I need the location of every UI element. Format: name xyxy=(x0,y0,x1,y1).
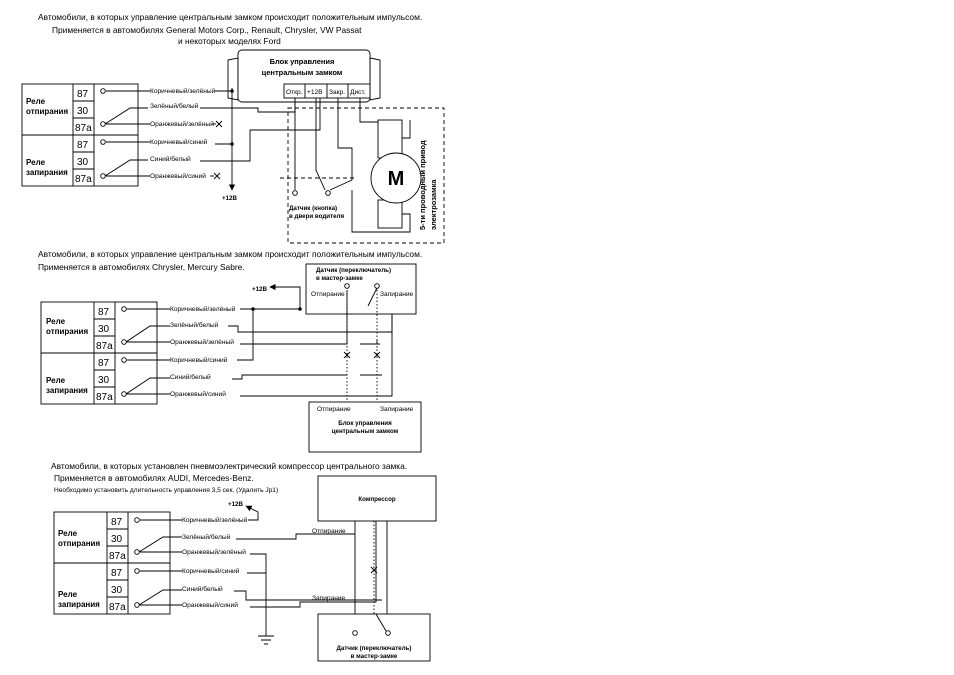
s2-pin-87a-b: 87a xyxy=(96,392,113,403)
s1-actuator-1: 5-ти проводный привод xyxy=(418,140,427,230)
s1-pin-87-a: 87 xyxy=(77,89,89,100)
s3-relay-unlock-1: Реле xyxy=(58,529,78,538)
s3-label-unlock: Отпирание xyxy=(312,528,346,535)
s3-sensor-1: Датчик (переключатель) xyxy=(336,645,411,652)
s3-wire-green-white: Зелёный/белый xyxy=(182,533,231,541)
s1-ecu-pin-close: Закр. xyxy=(329,89,345,96)
s3-pin-30-a: 30 xyxy=(111,534,123,545)
s1-wire-orange-green: Оранжевый/зелёный xyxy=(150,120,214,128)
s3-pin-87-b: 87 xyxy=(111,568,123,579)
s3-pin-30-b: 30 xyxy=(111,585,123,596)
s1-caption-2: Применяется в автомобилях General Motors… xyxy=(52,25,362,35)
s2-sensor-2: в мастер-замке xyxy=(316,275,363,282)
s2-wires: Коричневый/зелёный Зелёный/белый Оранжев… xyxy=(127,290,393,420)
s2-relay-unlock-1: Реле xyxy=(46,317,66,326)
s1-relay-lock-1: Реле xyxy=(26,158,46,167)
s2-sensor-box xyxy=(305,263,417,315)
s2-caption-2: Применяется в автомобилях Chrysler, Merc… xyxy=(38,262,245,272)
s3-caption-2: Применяется в автомобилях AUDI, Mercedes… xyxy=(54,473,254,483)
section-3: Автомобили, в которых установлен пневмоэ… xyxy=(51,461,437,662)
s1-wire-orange-blue: Оранжевый/синий xyxy=(150,172,206,180)
s3-wire-brown-green: Коричневый/зелёный xyxy=(182,516,248,524)
s1-plus12: +12В xyxy=(222,195,237,202)
section-1: Автомобили, в которых управление централ… xyxy=(21,12,445,244)
s1-motor-letter: M xyxy=(388,168,405,190)
s1-ecu-block: Блок управления центральным замком Откр.… xyxy=(227,49,381,103)
s2-ecu-1: Блок управления xyxy=(338,420,392,427)
s3-pin-87a-a: 87a xyxy=(109,551,126,562)
s2-wire-brown-blue: Коричневый/синий xyxy=(170,356,228,364)
s1-ecu-title-1: Блок управления xyxy=(270,57,335,66)
s1-wire-brown-green: Коричневый/зелёный xyxy=(150,87,216,95)
s3-wire-orange-green: Оранжевый/зелёный xyxy=(182,548,246,556)
s2-ecu-2: центральным замком xyxy=(332,428,399,435)
s2-wire-orange-blue: Оранжевый/синий xyxy=(170,390,226,398)
s1-wire-green-white: Зелёный/белый xyxy=(150,102,199,110)
s2-relay-unlock-2: отпирания xyxy=(46,327,88,336)
s2-sensor-1: Датчик (переключатель) xyxy=(316,267,391,274)
s3-sensor-2: в мастер-замке xyxy=(351,653,398,660)
s3-plus12: +12В xyxy=(228,501,243,508)
s3-wire-brown-blue: Коричневый/синий xyxy=(182,567,240,575)
s3-relay-table: Реле отпирания Реле запирания 87 30 87a … xyxy=(53,511,182,615)
s1-caption-3: и некоторых моделях Ford xyxy=(178,36,281,46)
s2-ecu-unlock: Отпирание xyxy=(317,406,351,413)
s3-label-lock: Запирание xyxy=(312,595,346,602)
s1-wire-brown-blue: Коричневый/синий xyxy=(150,138,208,146)
s2-pin-30-b: 30 xyxy=(98,375,110,386)
s2-sensor-lock: Запирание xyxy=(380,291,414,298)
s1-ecu-pin-open: Откр. xyxy=(286,89,303,96)
s3-sensor-box xyxy=(317,613,431,662)
s3-relay-lock-2: запирания xyxy=(58,600,100,609)
s3-wires: Коричневый/зелёный Зелёный/белый Оранжев… xyxy=(140,516,388,645)
s2-wire-blue-white: Синий/белый xyxy=(170,373,211,381)
s2-wire-brown-green: Коричневый/зелёный xyxy=(170,305,236,313)
s3-compressor-box xyxy=(317,475,437,522)
s2-wire-orange-green: Оранжевый/зелёный xyxy=(170,338,234,346)
s2-ecu-lock: Запирание xyxy=(380,406,414,413)
s3-relay-lock-1: Реле xyxy=(58,590,78,599)
s1-pin-87-b: 87 xyxy=(77,140,89,151)
s1-sensor-1: Датчик (кнопка) xyxy=(289,205,337,212)
s1-ecu-pin-12v: +12В xyxy=(307,89,323,96)
s1-ecu-pin-dist: Дист. xyxy=(350,89,366,96)
s1-wire-blue-white: Синий/белый xyxy=(150,155,191,163)
s1-pin-30-a: 30 xyxy=(77,106,89,117)
s1-actuator-2: электрозамка xyxy=(429,179,438,230)
s3-pin-87-a: 87 xyxy=(111,517,123,528)
s1-pin-87a-b: 87a xyxy=(75,174,92,185)
s2-sensor-unlock: Отпирание xyxy=(311,291,345,298)
s2-wire-green-white: Зелёный/белый xyxy=(170,321,219,329)
s2-pin-87a-a: 87a xyxy=(96,341,113,352)
s1-wires: Коричневый/зелёный Зелёный/белый Оранжев… xyxy=(106,87,380,202)
s2-plus12: +12В xyxy=(252,286,267,293)
s1-relay-lock-2: запирания xyxy=(26,168,68,177)
section-2: Автомобили, в которых управление централ… xyxy=(38,249,422,453)
s3-pin-87a-b: 87a xyxy=(109,602,126,613)
s1-pin-30-b: 30 xyxy=(77,157,89,168)
s3-wire-blue-white: Синий/белый xyxy=(182,585,223,593)
s2-ecu-box xyxy=(308,401,422,453)
s1-pin-87a-a: 87a xyxy=(75,123,92,134)
s3-caption-3: Необходимо установить длительность управ… xyxy=(54,486,278,494)
s1-caption-1: Автомобили, в которых управление централ… xyxy=(38,12,422,22)
s1-relay-unlock-2: отпирания xyxy=(26,107,68,116)
s3-caption-1: Автомобили, в которых установлен пневмоэ… xyxy=(51,461,407,471)
s2-relay-table: Реле отпирания Реле запирания 87 30 87a … xyxy=(40,301,170,405)
s1-ecu-title-2: центральным замком xyxy=(262,68,343,77)
s2-pin-87-a: 87 xyxy=(98,307,110,318)
s3-wire-orange-blue: Оранжевый/синий xyxy=(182,601,238,609)
s2-pin-87-b: 87 xyxy=(98,358,110,369)
s3-compressor: Компрессор xyxy=(358,496,396,503)
s2-caption-1: Автомобили, в которых управление централ… xyxy=(38,249,422,259)
s1-relay-unlock-1: Реле xyxy=(26,97,46,106)
s1-relay-table: Реле отпирания Реле запирания 87 30 87a … xyxy=(21,83,148,187)
s3-relay-unlock-2: отпирания xyxy=(58,539,100,548)
s1-sensor-2: в двери водителя xyxy=(289,213,344,220)
s2-relay-lock-1: Реле xyxy=(46,376,66,385)
s1-actuator: M Датчик (кнопка) в двери водителя 5-ти … xyxy=(280,107,445,244)
s2-pin-30-a: 30 xyxy=(98,324,110,335)
s2-relay-lock-2: запирания xyxy=(46,386,88,395)
